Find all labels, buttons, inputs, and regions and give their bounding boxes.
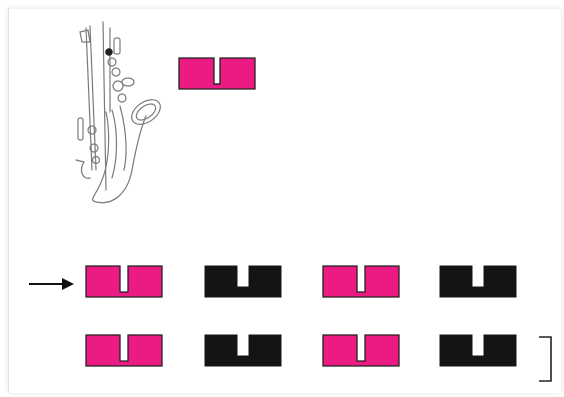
bracket-icon bbox=[537, 334, 555, 384]
pattern-cell-black bbox=[439, 334, 517, 367]
pattern-cell-pink bbox=[322, 334, 400, 367]
pattern-cell-pink bbox=[85, 265, 163, 298]
pattern-cell-black bbox=[204, 334, 282, 367]
arrow-right-icon bbox=[28, 276, 76, 292]
legend-block bbox=[178, 57, 256, 90]
pattern-cell-pink bbox=[322, 265, 400, 298]
pattern-cell-black bbox=[439, 265, 517, 298]
pattern-cell-black bbox=[204, 265, 282, 298]
saxophone-icon bbox=[66, 20, 170, 206]
pattern-cell-pink bbox=[85, 334, 163, 367]
